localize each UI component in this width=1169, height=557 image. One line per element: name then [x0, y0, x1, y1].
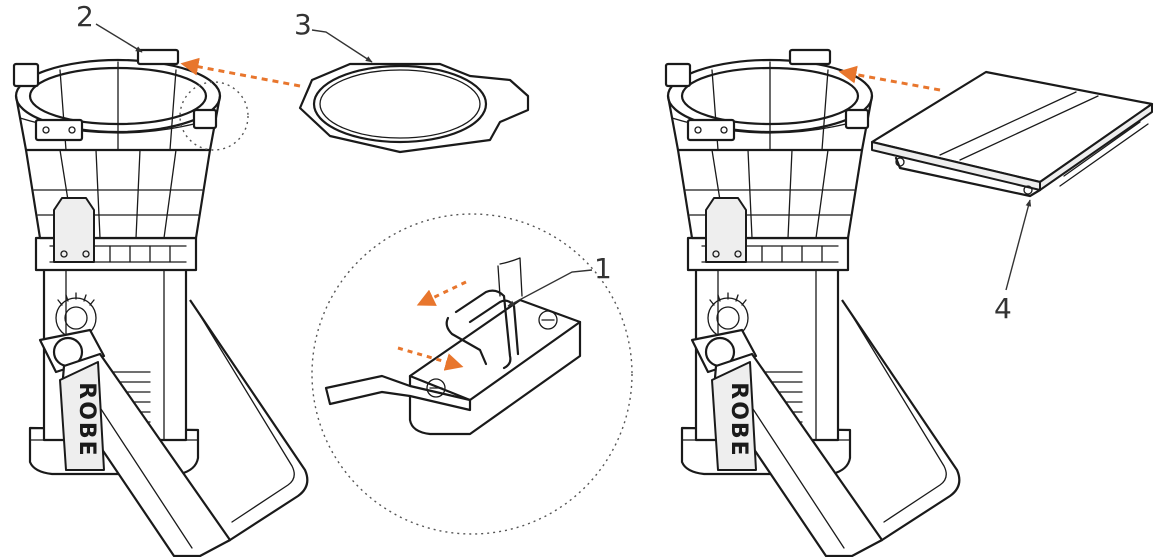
callout-2: 2 [76, 0, 94, 33]
brand-mark-left: ROBE [74, 382, 99, 457]
filter-frame [870, 70, 1154, 198]
detail-marker-circle [179, 81, 249, 151]
direction-arrows [180, 57, 941, 371]
fixture-right: ROBE [664, 48, 961, 557]
detail-inset [311, 213, 633, 535]
fixture-left: ROBE [12, 48, 309, 557]
brand-mark-right: ROBE [726, 382, 751, 457]
callout-3: 3 [294, 8, 312, 41]
callout-4: 4 [994, 292, 1012, 325]
callout-1: 1 [594, 252, 612, 285]
leader-lines [95, 23, 1032, 307]
frame-ring [298, 62, 530, 154]
